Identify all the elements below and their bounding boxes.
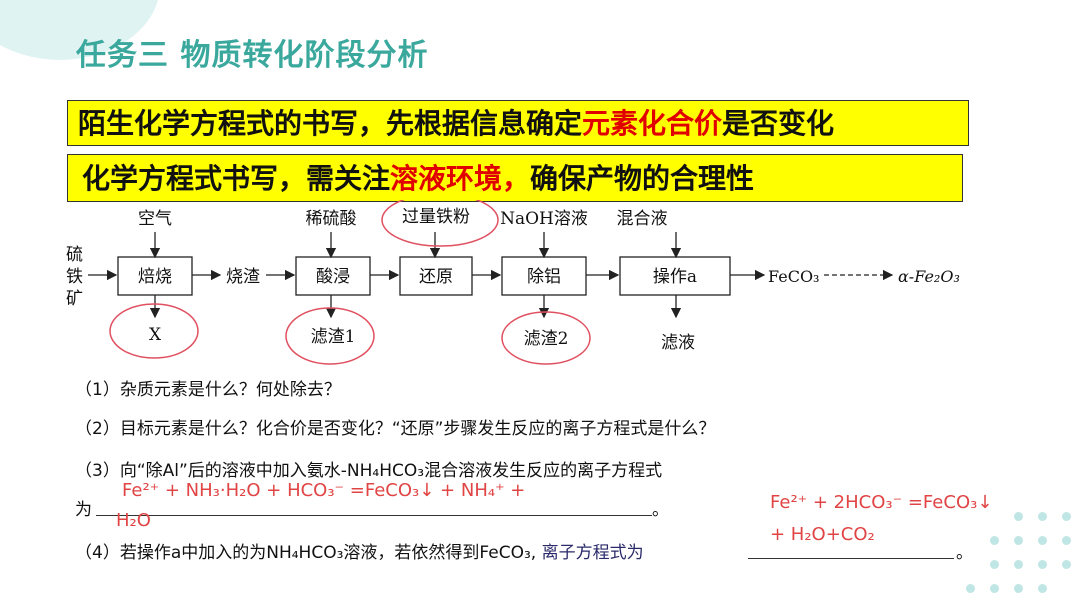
raw-material-char: 矿 [66, 289, 83, 309]
tip-box-valence: 陌生化学方程式的书写，先根据信息确定元素化合价是否变化 [67, 100, 969, 146]
step-label: 还原 [419, 267, 453, 287]
decor-dot [1014, 536, 1023, 545]
question-3-suffix: 。 [652, 500, 669, 520]
highlight-circle-residue1 [285, 307, 375, 365]
highlight-circle-iron-powder [381, 200, 499, 247]
input-label: 稀硫酸 [306, 209, 357, 229]
tip-highlight: 元素化合价 [582, 107, 723, 140]
answer-4-line2: + H₂O+CO₂ [770, 524, 875, 545]
question-4-text: 离子方程式为 [536, 543, 644, 563]
tip-text: 是否变化 [722, 107, 835, 140]
step-box-reduce [399, 256, 473, 296]
decor-dot [1014, 584, 1023, 593]
step-label: 操作a [653, 267, 697, 287]
step-box-acid-leach [295, 256, 371, 296]
question-2: （2）目标元素是什么？化合价是否变化？“还原”步骤发生反应的离子方程式是什么？ [75, 419, 716, 439]
decor-dot [1038, 512, 1047, 521]
decor-dot [990, 584, 999, 593]
output-label: 滤液 [661, 333, 695, 353]
tip-highlight: 溶液环境， [390, 162, 531, 195]
input-label: 混合液 [617, 209, 668, 229]
decor-dot [966, 584, 975, 593]
question-4: （4）若操作a中加入的为NH₄HCO₃溶液，若依然得到FeCO₃, 离子方程式为 [75, 538, 644, 563]
decor-dot [1062, 512, 1071, 521]
step-box-roast [117, 256, 193, 296]
decor-dot [1038, 536, 1047, 545]
output-label: 滤渣2 [524, 329, 569, 349]
input-label: 空气 [138, 209, 172, 229]
decor-dot [1014, 560, 1023, 569]
question-3-line1: （3）向“除Al”后的溶液中加入氨水-NH₄HCO₃混合溶液发生反应的离子方程式 [75, 461, 663, 481]
page-title: 任务三 物质转化阶段分析 [76, 38, 429, 73]
process-flow-diagram: 硫 铁 矿 焙烧 酸浸 还原 除铝 操作a 空气 稀硫酸 过量铁粉 NaOH溶液… [66, 200, 960, 365]
product-label: FeCO₃ [768, 267, 819, 286]
question-1: （1）杂质元素是什么？何处除去？ [75, 380, 341, 400]
output-label: 滤渣1 [311, 327, 356, 347]
input-label: 过量铁粉 [402, 207, 470, 227]
raw-material-char: 铁 [66, 267, 83, 287]
decor-dot [1062, 560, 1071, 569]
step-label: 除铝 [527, 267, 561, 287]
answer-blank-3 [96, 514, 652, 516]
step-box-remove-al [501, 256, 587, 296]
decor-dot [990, 560, 999, 569]
question-3-prefix: 为 [75, 500, 92, 520]
decor-dot [1038, 560, 1047, 569]
highlight-circle-x [109, 303, 199, 359]
decor-dot [1062, 536, 1071, 545]
tip-text: 化学方程式书写，需关注 [82, 162, 391, 195]
decor-dot [1038, 584, 1047, 593]
answer-blank-4 [748, 557, 954, 559]
input-label: NaOH溶液 [500, 209, 588, 229]
question-4-text: （4）若操作a中加入的为NH₄HCO₃溶液，若依然得到FeCO₃, [75, 543, 537, 563]
question-4-suffix: 。 [956, 543, 973, 563]
step-label: 酸浸 [316, 267, 350, 287]
final-product-label: α-Fe₂O₃ [898, 267, 960, 286]
step-box-operation-a [619, 256, 731, 296]
step-label: 焙烧 [138, 267, 172, 287]
decor-dot [990, 536, 999, 545]
tip-text: 陌生化学方程式的书写，先根据信息确定 [78, 107, 583, 140]
tip-box-environment: 化学方程式书写，需关注溶液环境，确保产物的合理性 [67, 154, 963, 202]
answer-4-line1: Fe²⁺ + 2HCO₃⁻ =FeCO₃↓ [770, 492, 993, 513]
answer-3-line1: Fe²⁺ + NH₃·H₂O + HCO₃⁻ =FeCO₃↓ + NH₄⁺ + [122, 480, 526, 501]
intermediate-label: 烧渣 [226, 267, 260, 287]
decor-dot [1014, 512, 1023, 521]
highlight-circle-residue2 [501, 311, 591, 365]
answer-3-line2: H₂O [116, 510, 151, 531]
tip-text: 确保产物的合理性 [530, 162, 755, 195]
output-label: X [149, 325, 162, 345]
raw-material-char: 硫 [66, 245, 83, 265]
